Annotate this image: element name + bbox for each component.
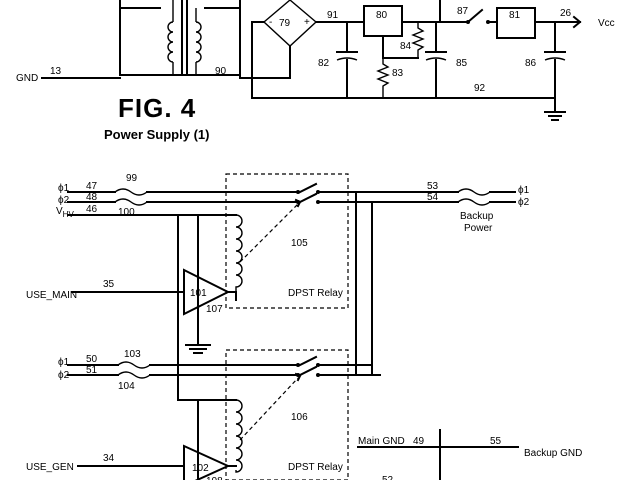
net-51: 51	[86, 365, 98, 376]
relay-label-1: DPST Relay	[288, 288, 343, 299]
net-100: 100	[118, 207, 135, 218]
net-90: 90	[215, 66, 227, 77]
net-105: 105	[291, 238, 308, 249]
net-101: 101	[190, 288, 207, 299]
net-91: 91	[327, 10, 339, 21]
power-supply-circuit: GND 13 90 79 - + 91 80 82 83 84 85 87 81…	[16, 0, 615, 121]
net-106: 106	[291, 412, 308, 423]
net-107: 107	[206, 304, 223, 315]
ground-symbol-relay1	[185, 344, 211, 354]
net-34: 34	[103, 453, 115, 464]
net-50: 50	[86, 354, 98, 365]
net-53: 53	[427, 181, 439, 192]
phi2-label-2: ϕ2	[58, 370, 70, 381]
net-52: 52	[382, 475, 394, 480]
backup-power-label-1: Backup	[460, 211, 494, 222]
net-83: 83	[392, 68, 404, 79]
vcc-label: Vcc	[598, 18, 615, 29]
phi1-label-1: ϕ1	[58, 183, 70, 194]
capacitor-82	[336, 21, 358, 99]
relay-box-1	[225, 173, 349, 309]
ground-symbol-top	[544, 111, 566, 121]
fuse-103	[117, 361, 151, 379]
net-48: 48	[86, 192, 98, 203]
net-13: 13	[50, 66, 62, 77]
backup-power-label-2: Power	[464, 223, 493, 234]
net-81: 81	[509, 10, 521, 21]
phi2-label-1: ϕ2	[58, 195, 70, 206]
net-85: 85	[456, 58, 468, 69]
net-86: 86	[525, 58, 537, 69]
net-104: 104	[118, 381, 135, 392]
phi2-out-label: ϕ2	[518, 197, 530, 208]
coil-105	[235, 214, 243, 300]
net-46: 46	[86, 204, 98, 215]
net-79: 79	[279, 18, 291, 29]
plus-sign: +	[304, 17, 310, 28]
net-108: 108	[206, 476, 223, 480]
net-99: 99	[126, 173, 138, 184]
use-gen-label: USE_GEN	[26, 462, 74, 473]
phi1-label-2: ϕ1	[58, 357, 70, 368]
main-gnd-label: Main GND	[358, 436, 405, 447]
net-80: 80	[376, 10, 388, 21]
net-55: 55	[490, 436, 502, 447]
net-84: 84	[400, 41, 412, 52]
net-49: 49	[413, 436, 425, 447]
net-92: 92	[474, 83, 486, 94]
resistor-84	[411, 22, 425, 58]
relay-main-circuit	[67, 173, 516, 376]
fuse-99	[114, 188, 148, 206]
bridge-rectifier	[251, 0, 365, 99]
net-47: 47	[86, 181, 98, 192]
transformer	[119, 0, 241, 76]
net-26: 26	[560, 8, 572, 19]
resistor-83	[376, 58, 390, 98]
phi1-out-label: ϕ1	[518, 185, 530, 196]
net-102: 102	[192, 463, 209, 474]
relay-box-2	[225, 349, 349, 480]
gnd-label: GND	[16, 73, 38, 84]
vhv-label: VHV	[56, 206, 74, 219]
use-main-label: USE_MAIN	[26, 290, 77, 301]
relay-label-2: DPST Relay	[288, 462, 343, 473]
backup-gnd-label: Backup GND	[524, 448, 582, 459]
net-87: 87	[457, 6, 469, 17]
fuse-backup	[457, 188, 491, 206]
switch-87	[439, 8, 498, 24]
figure-title: FIG. 4	[118, 93, 196, 123]
figure-caption: Power Supply (1)	[104, 127, 209, 142]
net-35: 35	[103, 279, 115, 290]
net-103: 103	[124, 349, 141, 360]
coil-106	[235, 399, 243, 473]
net-82: 82	[318, 58, 330, 69]
minus-sign: -	[269, 17, 272, 28]
relay-gen-circuit	[67, 344, 519, 480]
net-54: 54	[427, 192, 439, 203]
